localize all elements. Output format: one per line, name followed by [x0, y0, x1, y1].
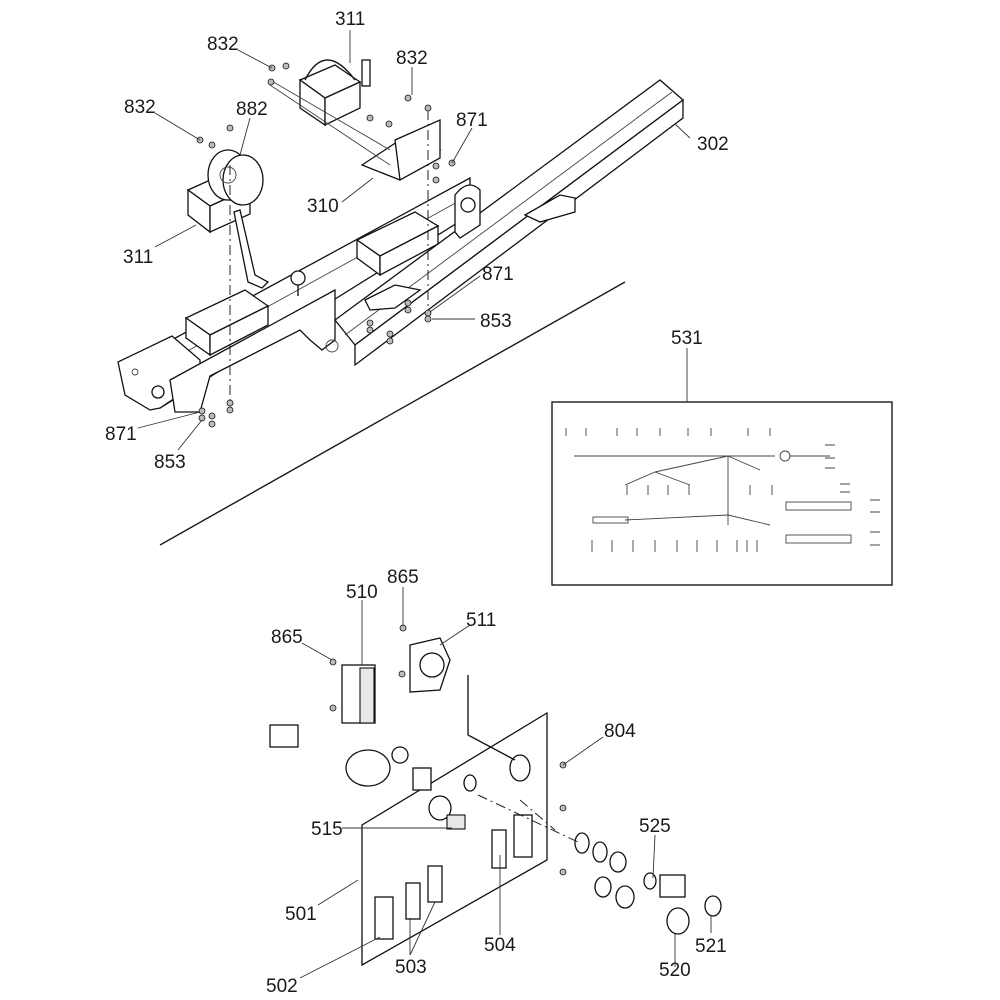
callout-leaders	[137, 30, 712, 979]
callout-502: 502	[266, 976, 298, 997]
callout-510: 510	[346, 582, 378, 603]
callout-labels: 311 832 832 832 882 871 302 310 311 871 …	[105, 9, 729, 997]
callout-515: 515	[311, 819, 343, 840]
callout-511: 511	[466, 610, 496, 631]
callout-871-b: 871	[482, 264, 514, 285]
harness-terminals	[565, 428, 880, 552]
callout-871-a: 871	[456, 110, 488, 131]
callout-311-top: 311	[335, 9, 365, 30]
callout-832-a: 832	[207, 34, 239, 55]
winch-top	[298, 59, 371, 127]
callout-865-b: 865	[271, 627, 303, 648]
callout-521: 521	[695, 936, 727, 957]
callout-832-b: 832	[396, 48, 428, 69]
callout-804: 804	[604, 721, 636, 742]
control-panel	[361, 675, 548, 967]
callout-504: 504	[484, 935, 516, 956]
callout-871-c: 871	[105, 424, 137, 445]
callout-531: 531	[671, 328, 703, 349]
callout-832-c: 832	[124, 97, 156, 118]
callout-520: 520	[659, 960, 691, 981]
winch-left	[186, 149, 270, 405]
reference-line	[159, 281, 626, 546]
callout-853-a: 853	[480, 311, 512, 332]
wiring-harness	[551, 401, 893, 586]
callout-302: 302	[697, 134, 729, 155]
winch-bracket	[269, 79, 442, 320]
callout-525: 525	[639, 816, 671, 837]
callout-310: 310	[307, 196, 339, 217]
callout-501: 501	[285, 904, 317, 925]
hardware	[196, 62, 456, 428]
panel-fittings	[329, 624, 722, 935]
callout-853-b: 853	[154, 452, 186, 473]
receptacles	[269, 637, 451, 791]
callout-503: 503	[395, 957, 427, 978]
callout-865-a: 865	[387, 567, 419, 588]
tongue-beam	[117, 79, 685, 413]
callout-882: 882	[236, 99, 268, 120]
callout-311-left: 311	[123, 247, 153, 268]
